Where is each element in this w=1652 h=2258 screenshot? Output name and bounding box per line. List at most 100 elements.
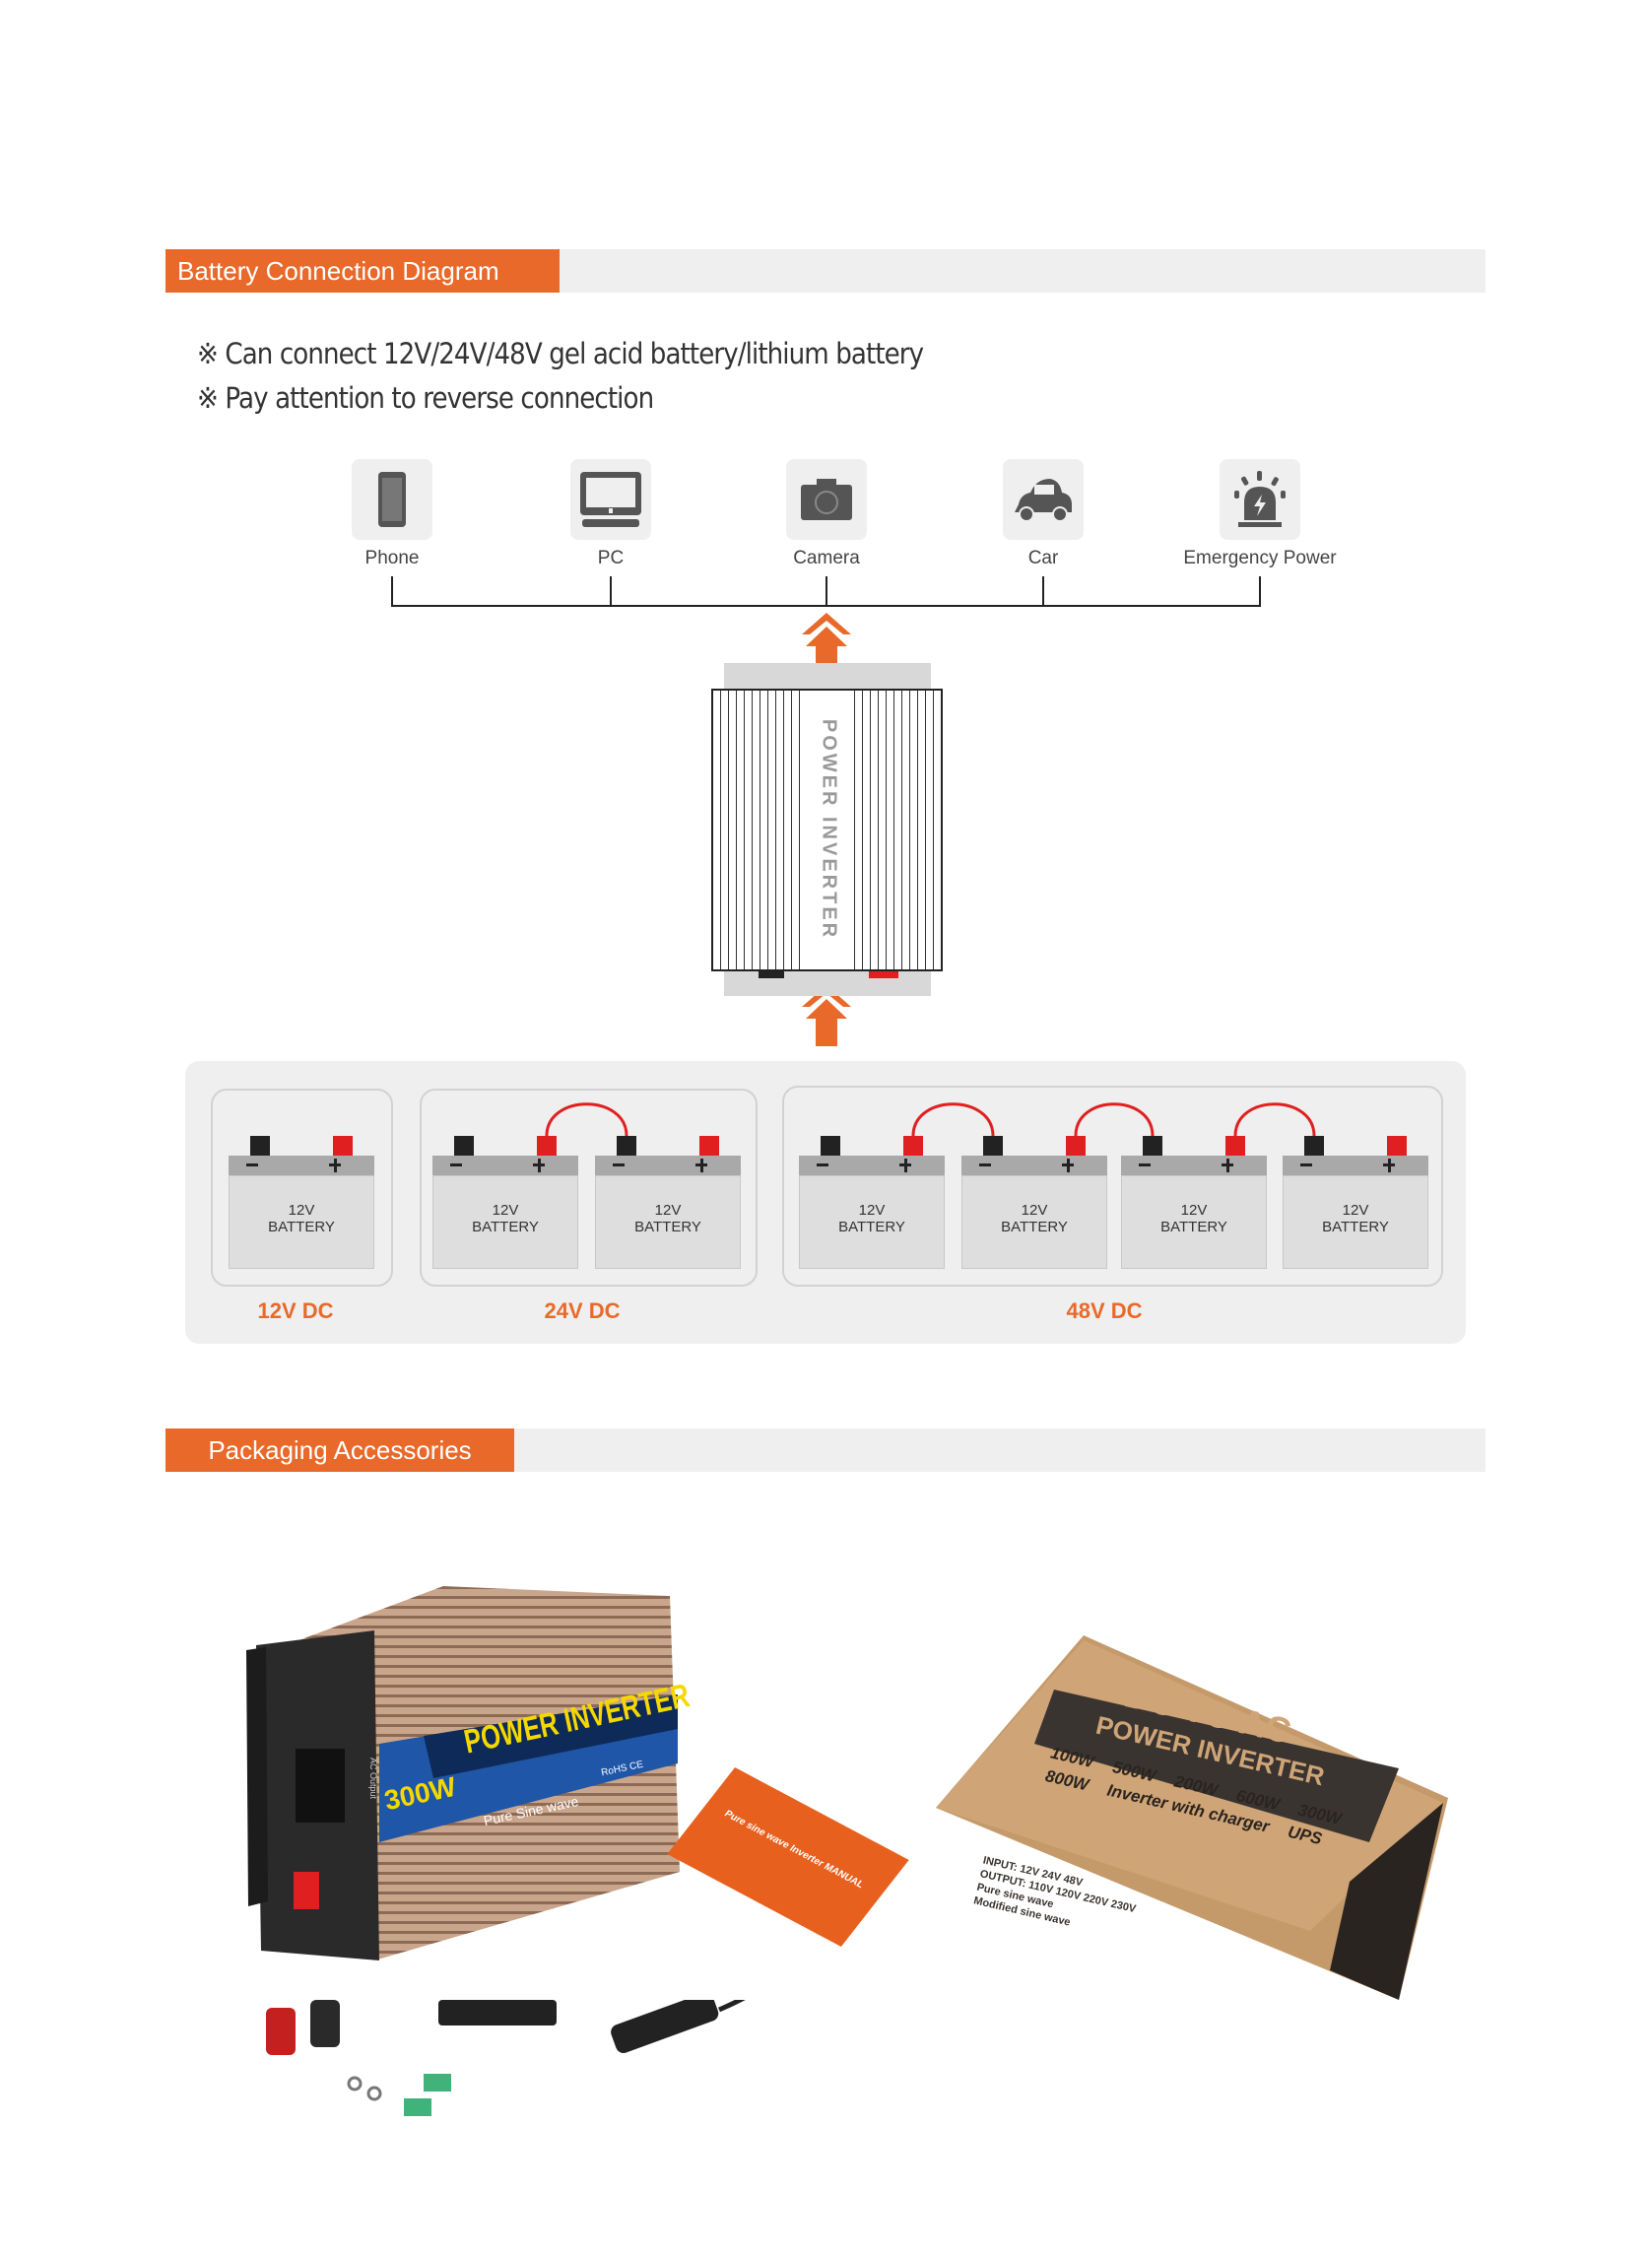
- section-title: Battery Connection Diagram: [165, 249, 560, 293]
- minus-sign: [246, 1163, 258, 1166]
- positive-terminal: [903, 1136, 923, 1156]
- battery-group: [420, 1089, 758, 1287]
- accessories-cables-clamps: [256, 1939, 827, 2118]
- plus-sign: [1226, 1159, 1229, 1172]
- connector-line: [391, 576, 393, 607]
- phone-icon: [378, 472, 406, 527]
- jumper-wire: [545, 1102, 628, 1137]
- battery-top: [1121, 1156, 1267, 1175]
- connector-line: [826, 576, 827, 607]
- battery-group: [782, 1086, 1443, 1287]
- battery-top: [229, 1156, 374, 1175]
- negative-terminal: [1143, 1136, 1162, 1156]
- battery-voltage: 12V: [1180, 1202, 1208, 1219]
- connector-line: [1259, 576, 1261, 607]
- output-value: 220V: [1082, 1892, 1110, 1909]
- battery-top: [432, 1156, 578, 1175]
- positive-terminal: [537, 1136, 557, 1156]
- negative-terminal: [617, 1136, 636, 1156]
- positive-terminal: [1387, 1136, 1407, 1156]
- note-reverse-connection: ※ Pay attention to reverse connection: [197, 381, 654, 415]
- note-battery-types: ※ Can connect 12V/24V/48V gel acid batte…: [197, 337, 924, 370]
- plus-sign: [904, 1159, 907, 1172]
- negative-terminal: [821, 1136, 840, 1156]
- group-voltage-label: 12V DC: [257, 1298, 334, 1323]
- device-car: Car: [1003, 459, 1084, 568]
- battery-name: BATTERY: [1322, 1219, 1389, 1235]
- jumper-wire: [911, 1102, 995, 1137]
- arrow-up-icon: [802, 985, 851, 1046]
- connector-bus: [391, 605, 1261, 607]
- battery-voltage: 12V: [288, 1202, 315, 1219]
- arrow-up-icon: [802, 613, 851, 664]
- device-label: Car: [1027, 548, 1059, 568]
- minus-sign: [979, 1163, 991, 1166]
- battery-name: BATTERY: [268, 1219, 335, 1235]
- manual-booklet: Pure sine wave Inverter MANUAL: [667, 1767, 909, 1947]
- device-camera: Camera: [786, 459, 867, 568]
- minus-sign: [1300, 1163, 1312, 1166]
- inverter-label: POWER INVERTER: [818, 718, 840, 941]
- jumper-wire: [1074, 1102, 1155, 1137]
- section-title: Packaging Accessories: [165, 1428, 514, 1472]
- battery-name: BATTERY: [1001, 1219, 1068, 1235]
- car-icon: [1015, 479, 1072, 522]
- device-label: Emergency Power: [1183, 548, 1337, 568]
- battery-name: BATTERY: [838, 1219, 905, 1235]
- negative-terminal: [759, 970, 784, 978]
- battery-top: [595, 1156, 741, 1175]
- battery-name: BATTERY: [634, 1219, 701, 1235]
- positive-terminal: [699, 1136, 719, 1156]
- group-voltage-label: 48V DC: [1066, 1298, 1143, 1323]
- device-emergency-power: Emergency Power: [1183, 459, 1337, 568]
- plus-sign: [1388, 1159, 1391, 1172]
- group-voltage-label: 24V DC: [544, 1298, 621, 1323]
- positive-terminal: [869, 970, 898, 978]
- monitor-icon: [580, 472, 641, 527]
- device-label: Phone: [364, 548, 420, 568]
- device-phone: Phone: [352, 459, 432, 568]
- battery-voltage: 12V: [654, 1202, 682, 1219]
- section-header-battery: Battery Connection Diagram: [165, 249, 1486, 293]
- plus-sign: [1067, 1159, 1070, 1172]
- battery-voltage: 12V: [1342, 1202, 1369, 1219]
- positive-terminal: [1225, 1136, 1245, 1156]
- minus-sign: [450, 1163, 462, 1166]
- battery-top: [961, 1156, 1107, 1175]
- device-label: Camera: [793, 548, 860, 568]
- device-label: PC: [597, 548, 625, 568]
- section-header-packaging: Packaging Accessories: [165, 1428, 1486, 1472]
- jumper-wire: [1233, 1102, 1316, 1137]
- negative-terminal: [983, 1136, 1003, 1156]
- positive-terminal: [333, 1136, 353, 1156]
- battery-voltage: 12V: [858, 1202, 886, 1219]
- plus-sign: [538, 1159, 541, 1172]
- positive-terminal: [1066, 1136, 1086, 1156]
- device-pc: PC: [570, 459, 651, 568]
- battery-voltage: 12V: [1021, 1202, 1048, 1219]
- connector-line: [1042, 576, 1044, 607]
- negative-terminal: [454, 1136, 474, 1156]
- battery-name: BATTERY: [472, 1219, 539, 1235]
- camera-icon: [801, 479, 852, 520]
- negative-terminal: [1304, 1136, 1324, 1156]
- manual-title: Pure sine wave Inverter MANUAL: [721, 1808, 867, 1891]
- inverter-body: POWER INVERTER: [711, 689, 943, 971]
- socket-label: AC Output: [368, 1757, 379, 1800]
- minus-sign: [817, 1163, 828, 1166]
- battery-voltage: 12V: [492, 1202, 519, 1219]
- plus-sign: [700, 1159, 703, 1172]
- minus-sign: [613, 1163, 625, 1166]
- plus-sign: [334, 1159, 337, 1172]
- battery-group: [211, 1089, 393, 1287]
- battery-top: [799, 1156, 945, 1175]
- negative-terminal: [250, 1136, 270, 1156]
